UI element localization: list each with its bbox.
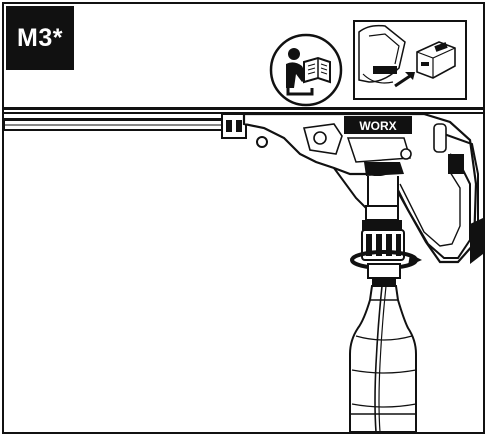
battery-removal-drawing xyxy=(358,24,456,88)
header-divider xyxy=(4,107,483,110)
step-badge: M3* xyxy=(6,6,74,70)
brand-label: WORX xyxy=(359,119,396,133)
read-manual-icon xyxy=(269,33,343,107)
step-label: M3* xyxy=(17,23,63,52)
header-divider-thin xyxy=(4,112,483,114)
pressure-washer-bottle-attachment-illustration: WORX xyxy=(4,114,483,432)
remove-battery-icon xyxy=(353,20,467,100)
instruction-frame: M3* xyxy=(2,2,485,434)
